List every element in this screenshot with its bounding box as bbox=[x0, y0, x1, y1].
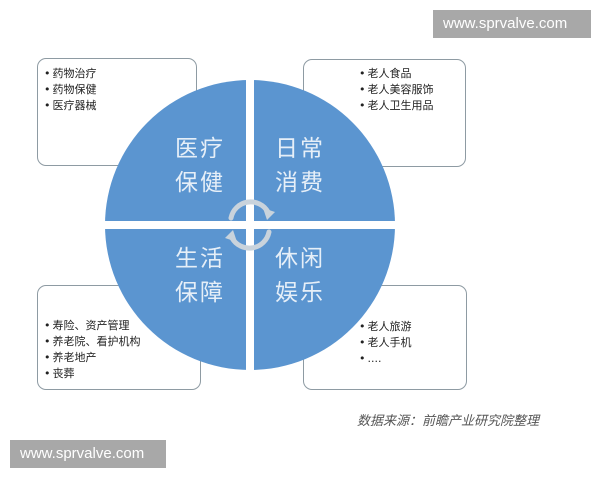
list-item: 药物保健 bbox=[44, 82, 97, 98]
watermark-bottom: www.sprvalve.com bbox=[10, 440, 166, 468]
watermark-top: www.sprvalve.com bbox=[433, 10, 591, 38]
label-line: 医疗 bbox=[175, 136, 225, 162]
item-list: 老人旅游 老人手机 .... bbox=[359, 319, 412, 367]
list-item: 老人卫生用品 bbox=[359, 98, 434, 114]
list-item: 丧葬 bbox=[44, 366, 141, 382]
item-list: 老人食品 老人美容服饰 老人卫生用品 bbox=[359, 66, 434, 114]
list-item: 药物治疗 bbox=[44, 66, 97, 82]
label-line: 保障 bbox=[175, 280, 225, 306]
cycle-arrows-icon bbox=[225, 199, 275, 251]
label-line: 日常 bbox=[275, 136, 325, 162]
list-item: 老人食品 bbox=[359, 66, 434, 82]
quadrant-label-leisure-entertainment: 休闲 娱乐 bbox=[265, 242, 335, 310]
source-note: 数据来源：前瞻产业研究院整理 bbox=[357, 414, 540, 429]
label-line: 保健 bbox=[175, 170, 225, 196]
quadrant-label-life-security: 生活 保障 bbox=[165, 242, 235, 310]
quadrant-label-daily-consumption: 日常 消费 bbox=[265, 132, 335, 200]
list-item: 老人旅游 bbox=[359, 319, 412, 335]
label-line: 生活 bbox=[175, 246, 225, 272]
label-line: 消费 bbox=[275, 170, 325, 196]
list-item: 寿险、资产管理 bbox=[44, 318, 141, 334]
list-item: 老人手机 bbox=[359, 335, 412, 351]
quadrant-circle-graphic bbox=[105, 80, 395, 370]
quadrant-circle: 医疗 保健 日常 消费 生活 保障 休闲 娱乐 bbox=[105, 80, 395, 370]
label-line: 娱乐 bbox=[275, 280, 325, 306]
list-item: 老人美容服饰 bbox=[359, 82, 434, 98]
list-item: 养老地产 bbox=[44, 350, 141, 366]
quadrant-label-medical-health: 医疗 保健 bbox=[165, 132, 235, 200]
list-item: 医疗器械 bbox=[44, 98, 97, 114]
list-item: .... bbox=[359, 351, 412, 367]
item-list: 药物治疗 药物保健 医疗器械 bbox=[44, 66, 97, 114]
list-item: 养老院、看护机构 bbox=[44, 334, 141, 350]
label-line: 休闲 bbox=[275, 246, 325, 272]
item-list: 寿险、资产管理 养老院、看护机构 养老地产 丧葬 bbox=[44, 318, 141, 382]
